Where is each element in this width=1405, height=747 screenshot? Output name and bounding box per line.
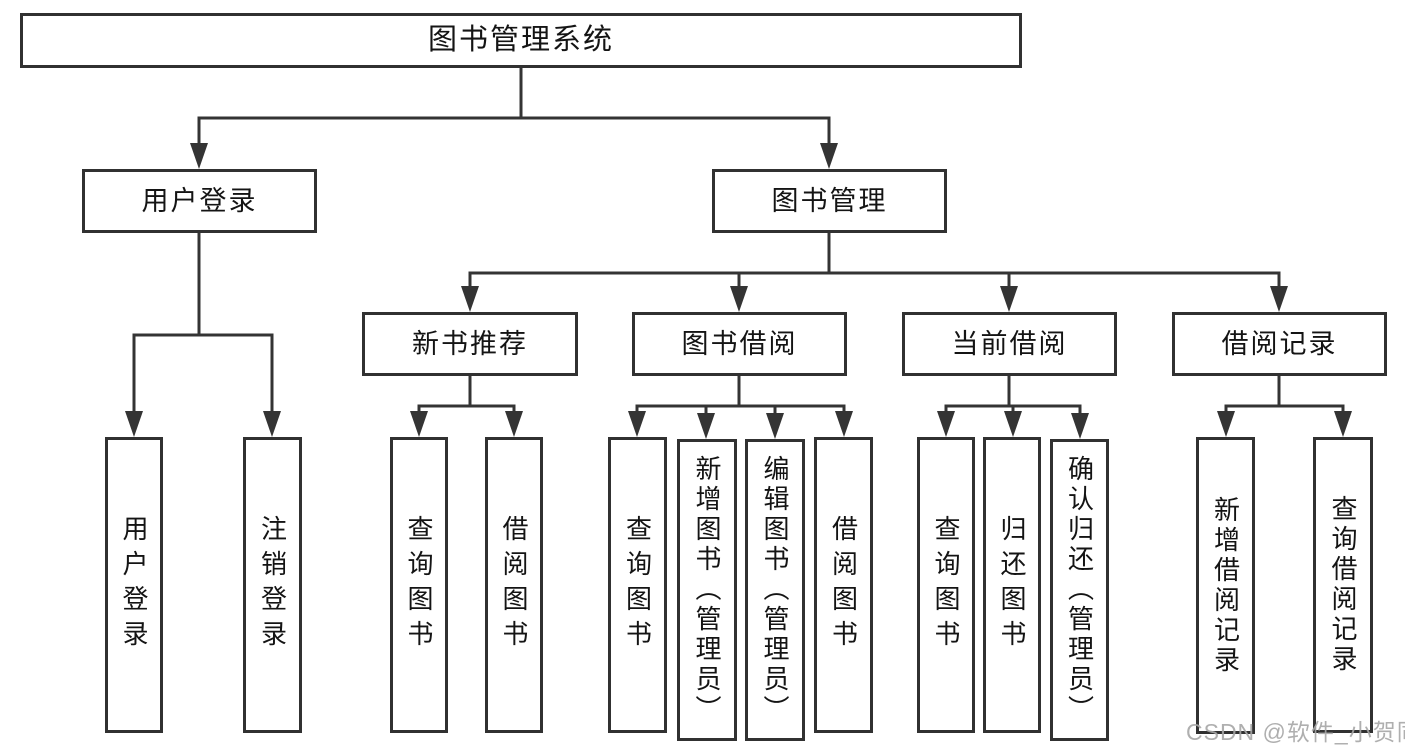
node-current-borrow: 当前借阅 [902, 312, 1117, 376]
leaf-query-books-current: 查询图书 [917, 437, 975, 733]
connector-current-borrow-children [937, 376, 1089, 439]
node-borrow-records: 借阅记录 [1172, 312, 1387, 376]
leaf-borrow-books-label: 借阅图书 [828, 515, 859, 655]
node-user-login: 用户登录 [82, 169, 317, 233]
node-book-borrow: 图书借阅 [632, 312, 847, 376]
leaf-borrow-books-recommend: 借阅图书 [485, 437, 543, 733]
leaf-add-book-admin-label: 新增图书（管理员） [692, 455, 722, 725]
connector-book-borrow-children [628, 376, 853, 439]
leaf-add-borrow-record: 新增借阅记录 [1196, 437, 1255, 734]
node-borrow-records-label: 借阅记录 [1221, 328, 1338, 359]
leaf-add-book-admin: 新增图书（管理员） [677, 439, 737, 741]
node-new-book-recommend-label: 新书推荐 [412, 328, 528, 359]
leaf-query-books-borrow-label: 查询图书 [622, 515, 653, 655]
leaf-logout-label: 注销登录 [257, 515, 288, 655]
connector-user-login-children [125, 233, 281, 437]
connector-book-management-children [461, 233, 1288, 312]
node-new-book-recommend: 新书推荐 [362, 312, 578, 376]
leaf-query-books-recommend: 查询图书 [390, 437, 448, 733]
connector-new-book-children [410, 376, 523, 437]
leaf-return-book: 归还图书 [983, 437, 1041, 733]
leaf-query-books-borrow: 查询图书 [608, 437, 667, 733]
leaf-query-books-recommend-label: 查询图书 [404, 515, 434, 655]
leaf-logout: 注销登录 [243, 437, 302, 733]
connector-root-to-level2 [190, 68, 838, 169]
node-user-login-label: 用户登录 [141, 185, 258, 216]
leaf-user-login-label: 用户登录 [119, 515, 149, 655]
leaf-query-books-current-label: 查询图书 [931, 515, 961, 655]
watermark: CSDN @软件_小贺同学 [1186, 719, 1405, 745]
leaf-borrow-books-recommend-label: 借阅图书 [499, 515, 529, 655]
node-library-system: 图书管理系统 [20, 13, 1022, 68]
node-book-management: 图书管理 [712, 169, 947, 233]
connector-borrow-records-children [1217, 376, 1352, 437]
leaf-edit-book-admin-label: 编辑图书（管理员） [760, 455, 790, 725]
leaf-query-borrow-record-label: 查询借阅记录 [1328, 495, 1358, 675]
leaf-add-borrow-record-label: 新增借阅记录 [1210, 495, 1241, 676]
leaf-edit-book-admin: 编辑图书（管理员） [745, 439, 805, 741]
leaf-borrow-books: 借阅图书 [814, 437, 873, 733]
node-library-system-label: 图书管理系统 [427, 24, 614, 56]
leaf-return-book-label: 归还图书 [997, 515, 1027, 655]
node-book-borrow-label: 图书借阅 [681, 328, 798, 359]
leaf-confirm-return-admin-label: 确认归还（管理员） [1064, 455, 1095, 725]
leaf-confirm-return-admin: 确认归还（管理员） [1050, 439, 1109, 741]
leaf-user-login: 用户登录 [105, 437, 163, 733]
node-book-management-label: 图书管理 [771, 185, 888, 216]
leaf-query-borrow-record: 查询借阅记录 [1313, 437, 1373, 733]
node-current-borrow-label: 当前借阅 [951, 328, 1068, 359]
